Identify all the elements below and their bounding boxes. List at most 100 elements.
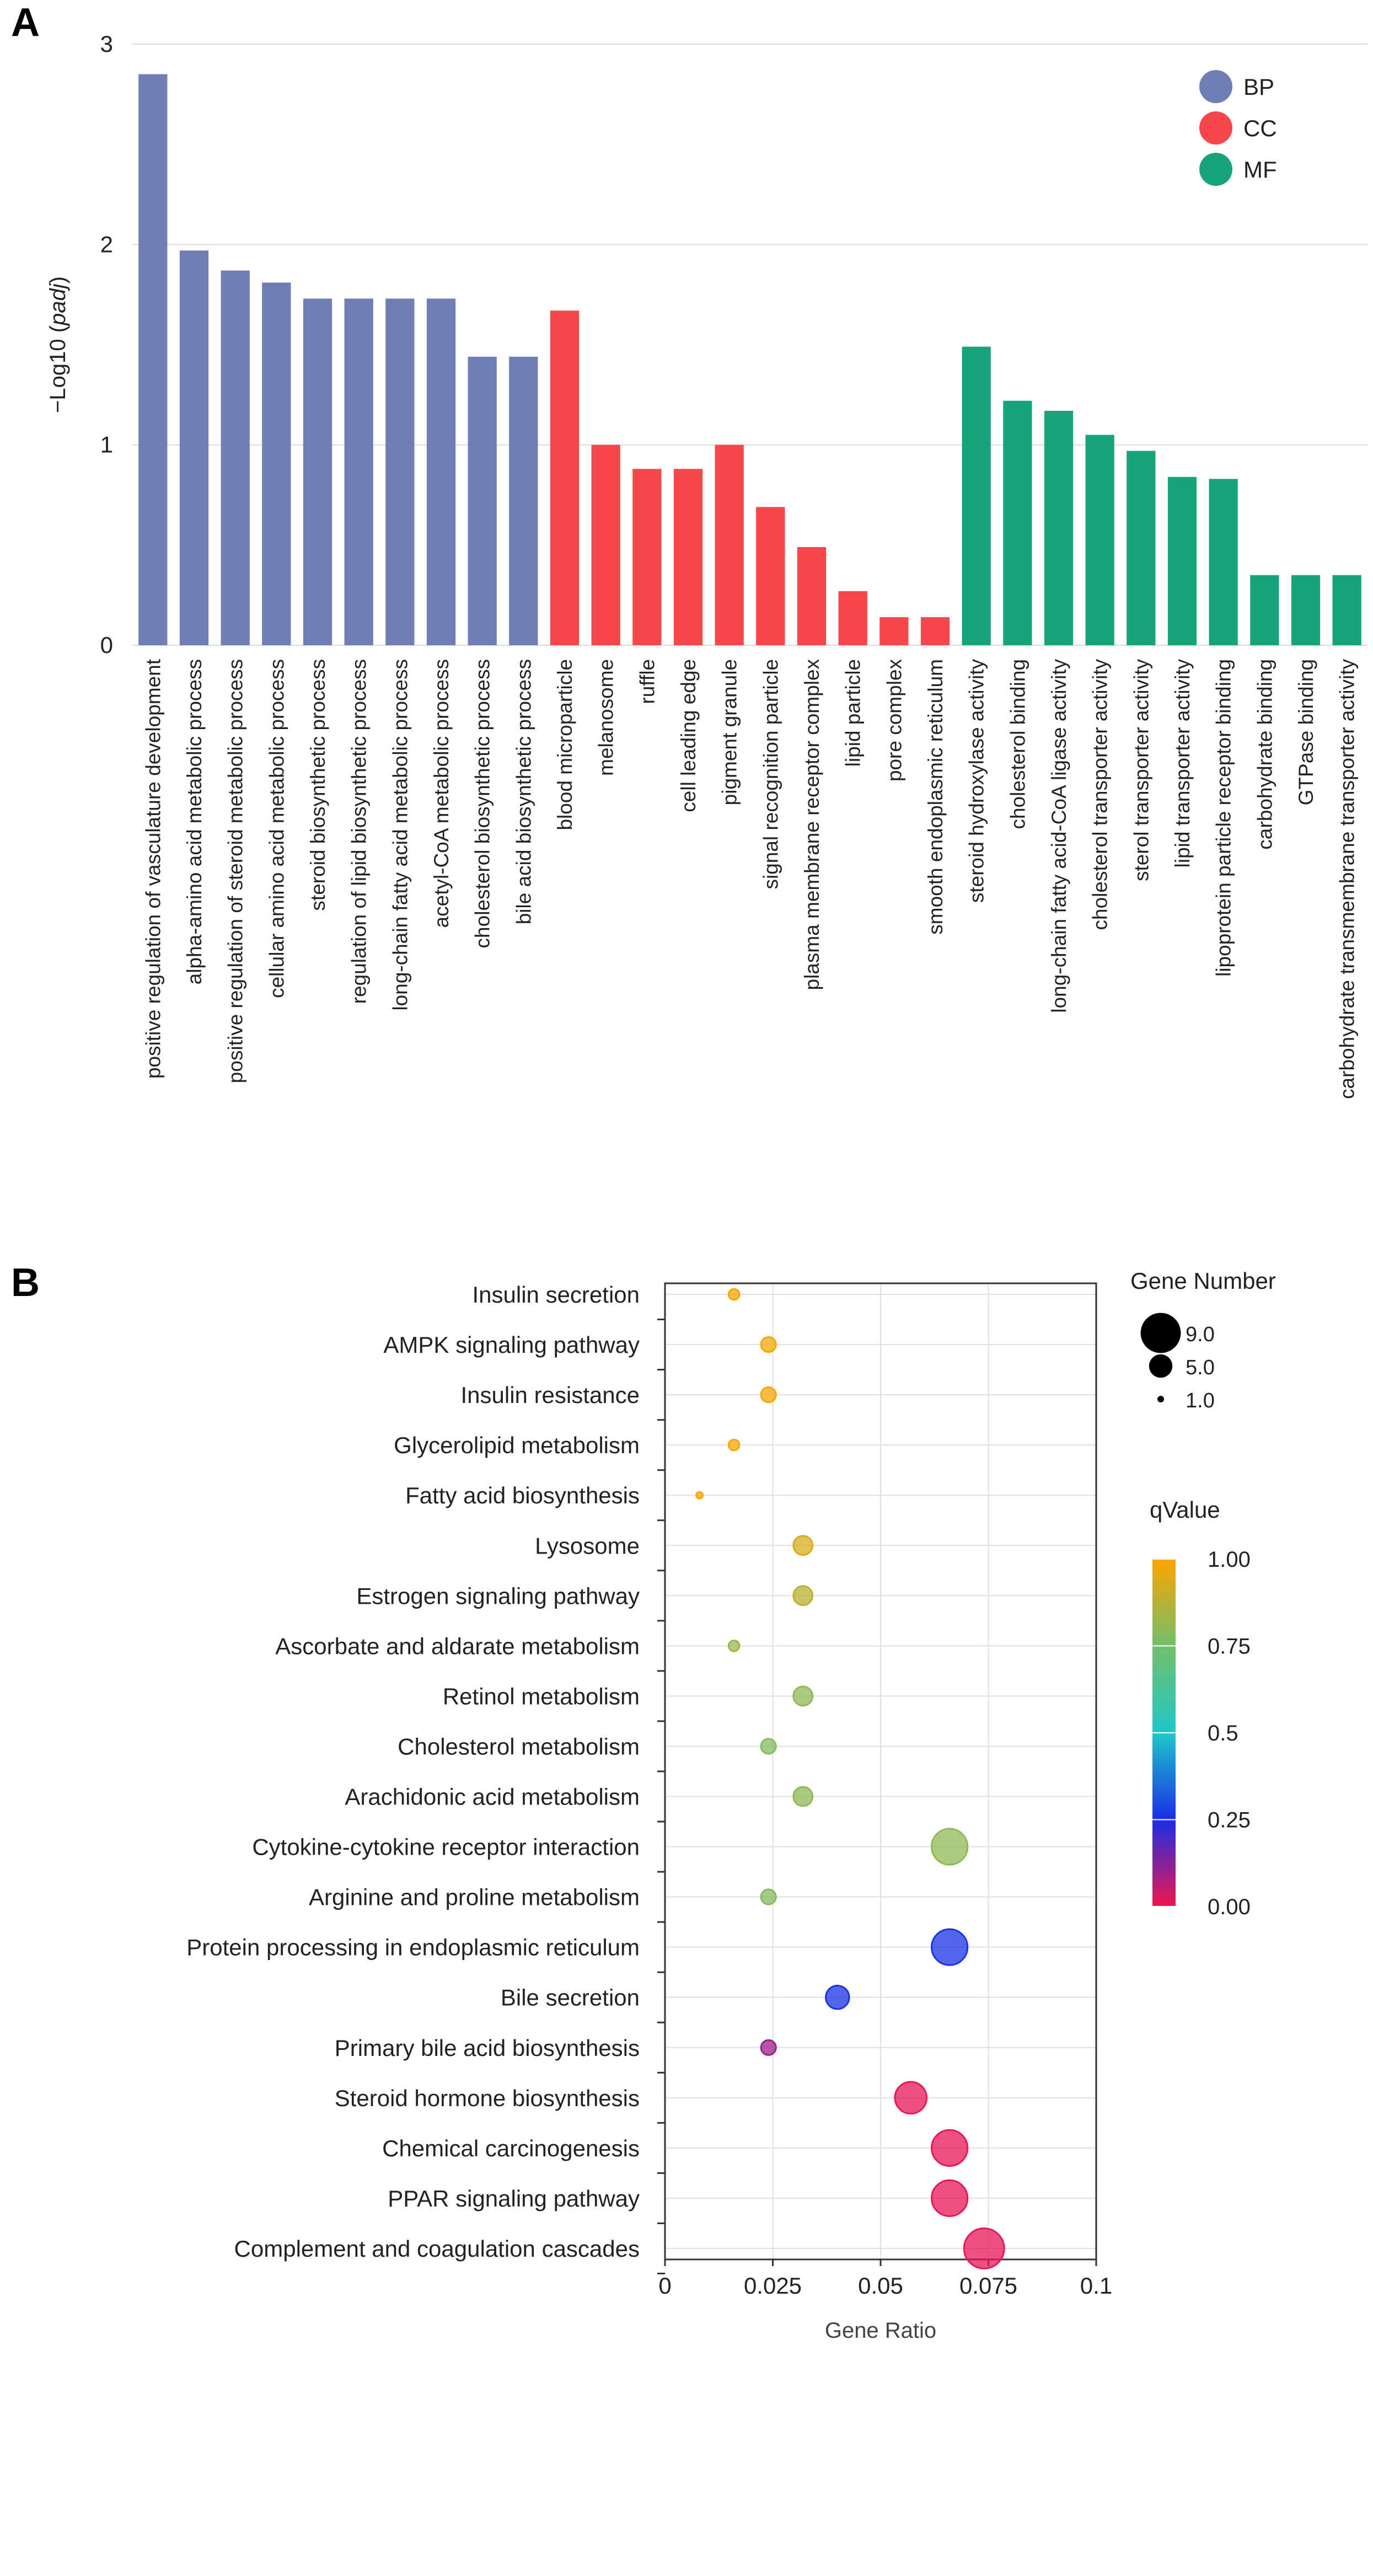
x-tick-label: acetyl-CoA metabolic process <box>430 659 453 928</box>
panel-a-label: A <box>11 1 40 45</box>
y-tick-label: Arginine and proline metabolism <box>309 1884 640 1910</box>
x-tick-label: regulation of lipid biosynthetic process <box>348 659 371 1004</box>
bubble <box>931 1928 969 1966</box>
bar <box>1209 479 1238 645</box>
x-tick-label: steroid hydroxylase activity <box>966 659 988 903</box>
x-tick-label: long-chain fatty acid metabolic process <box>389 659 411 1011</box>
color-legend-label: 0.5 <box>1208 1721 1238 1745</box>
y-tick-label: Protein processing in endoplasmic reticu… <box>186 1935 640 1961</box>
y-tick-label: Cytokine-cytokine receptor interaction <box>252 1834 640 1860</box>
x-tick-label: pore complex <box>883 659 905 782</box>
y-tick-label: Ascorbate and aldarate metabolism <box>275 1633 640 1659</box>
size-legend-label: 1.0 <box>1186 1389 1215 1412</box>
x-tick-label: 0.025 <box>744 2273 802 2299</box>
y-tick-label: 0 <box>100 632 113 658</box>
bar <box>550 310 580 645</box>
x-tick-label: carbohydrate binding <box>1253 659 1276 850</box>
color-legend-label: 0.25 <box>1208 1808 1251 1833</box>
x-tick-label: sterol transporter activity <box>1130 659 1152 882</box>
x-tick-label: 0 <box>658 2273 671 2299</box>
bar <box>1003 400 1032 645</box>
bar <box>344 298 373 645</box>
y-tick-label: Fatty acid biosynthesis <box>405 1482 640 1508</box>
bar <box>1044 410 1074 645</box>
x-tick-label: lipid transporter activity <box>1171 659 1194 868</box>
bar <box>303 298 332 645</box>
panel-b-label: B <box>11 1261 40 1305</box>
legend-label: MF <box>1243 157 1277 183</box>
bar <box>509 356 538 645</box>
x-tick-label: cholesterol binding <box>1006 659 1029 829</box>
bubble <box>695 1491 704 1499</box>
color-legend-label: 0.75 <box>1208 1635 1251 1659</box>
color-legend-title: qValue <box>1150 1497 1220 1523</box>
y-axis-label: −Log10 (padj) <box>46 276 70 413</box>
bar <box>797 547 827 645</box>
bar <box>138 74 168 645</box>
size-legend-marker <box>1140 1313 1181 1353</box>
bar <box>385 298 415 645</box>
x-tick-label: cholesterol biosynthetic process <box>471 659 494 948</box>
y-tick-label: Retinol metabolism <box>443 1683 640 1709</box>
x-tick-label: signal recognition particle <box>759 659 782 890</box>
bar <box>1085 435 1114 645</box>
legend-label: BP <box>1243 74 1274 100</box>
bar <box>262 282 291 645</box>
y-tick-label: PPAR signaling pathway <box>388 2186 640 2211</box>
y-tick-label: 1 <box>100 432 113 458</box>
bubble <box>931 2129 969 2167</box>
x-tick-label: cellular amino acid metabolic process <box>265 659 288 998</box>
bar <box>715 444 744 645</box>
bar <box>1291 575 1321 645</box>
x-tick-label: plasma membrane receptor complex <box>801 659 823 990</box>
bubble <box>760 2039 777 2056</box>
x-tick-label: alpha-amino acid metabolic process <box>183 659 206 984</box>
x-axis-label: Gene Ratio <box>825 2318 936 2343</box>
x-tick-label: pigment granule <box>718 659 741 805</box>
x-tick-label: long-chain fatty acid-CoA ligase activit… <box>1048 659 1070 1013</box>
bubble <box>760 1738 777 1755</box>
bubble <box>894 2081 928 2115</box>
x-tick-label: cell leading edge <box>677 659 700 812</box>
x-tick-label: GTPase binding <box>1295 659 1317 805</box>
bar <box>1167 476 1197 645</box>
bubble <box>792 1685 814 1707</box>
bar <box>1332 575 1361 645</box>
bubble <box>963 2227 1005 2269</box>
bar <box>468 356 497 645</box>
color-legend-label: 1.00 <box>1208 1547 1251 1572</box>
y-tick-label: Insulin resistance <box>461 1382 640 1408</box>
legend-marker <box>1199 70 1232 103</box>
bubble <box>727 1438 741 1452</box>
size-legend-label: 5.0 <box>1186 1356 1215 1379</box>
x-tick-label: smooth endoplasmic reticulum <box>924 659 947 935</box>
bar <box>632 469 662 645</box>
bar <box>1127 451 1156 645</box>
x-tick-label: lipoprotein particle receptor binding <box>1213 659 1235 977</box>
bubble <box>727 1640 741 1652</box>
bar <box>221 270 250 646</box>
legend-marker <box>1199 153 1232 186</box>
y-tick-label: Primary bile acid biosynthesis <box>335 2035 640 2061</box>
bubble <box>825 1985 850 2010</box>
y-tick-label: Steroid hormone biosynthesis <box>335 2085 640 2111</box>
y-tick-label: Arachidonic acid metabolism <box>345 1784 640 1810</box>
x-tick-label: bile acid biosynthetic process <box>512 659 535 924</box>
legend-label: CC <box>1243 115 1277 141</box>
bubble <box>760 1888 777 1905</box>
y-tick-label: Insulin secretion <box>473 1282 640 1308</box>
x-tick-label: 0.05 <box>858 2273 903 2299</box>
bubble <box>760 1336 777 1353</box>
bar <box>920 617 950 645</box>
y-tick-label: 2 <box>100 231 113 257</box>
bar <box>962 346 991 645</box>
x-tick-label: 0.1 <box>1080 2273 1112 2299</box>
bar <box>591 444 620 645</box>
bar <box>838 591 867 645</box>
x-tick-label: ruffle <box>636 659 658 704</box>
x-tick-label: steroid biosynthetic process <box>307 659 329 911</box>
y-tick-label: Glycerolipid metabolism <box>394 1432 640 1458</box>
y-tick-label: Complement and coagulation cascades <box>234 2236 640 2262</box>
